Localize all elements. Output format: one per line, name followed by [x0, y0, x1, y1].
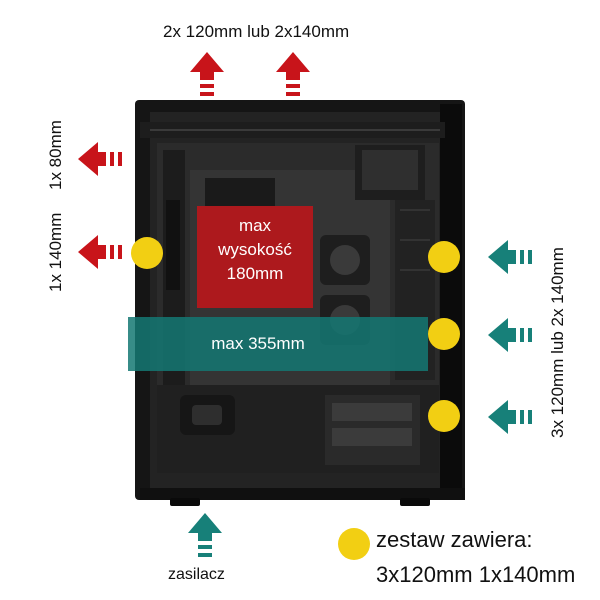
cpu-cooler-height-label: max wysokość 180mm	[218, 216, 292, 283]
front-fans-label: 3x 120mm lub 2x 140mm	[548, 247, 567, 438]
top-fans-label: 2x 120mm lub 2x140mm	[163, 22, 350, 41]
psu-label: zasilacz	[168, 566, 225, 583]
included-fan-front-top-dot	[428, 241, 460, 273]
cpu-cooler-height-overlay	[197, 206, 313, 308]
top-exhaust-arrow-icon	[190, 52, 224, 96]
rear-140mm-label: 1x 140mm	[46, 212, 65, 292]
legend-title: zestaw zawiera:	[376, 527, 533, 552]
front-intake-arrow-icon	[488, 400, 532, 434]
rear-exhaust-140mm-arrow-icon	[78, 235, 122, 269]
rear-exhaust-80mm-arrow-icon	[78, 142, 122, 176]
top-exhaust-arrow-icon	[276, 52, 310, 96]
psu-intake-arrow-icon	[188, 513, 222, 557]
gpu-length-label: max 355mm	[211, 334, 305, 353]
front-intake-arrow-icon	[488, 318, 532, 352]
included-fan-rear-dot	[131, 237, 163, 269]
included-fan-front-mid-dot	[428, 318, 460, 350]
gpu-length-overlay	[128, 317, 428, 371]
legend-included-fan-dot	[338, 528, 370, 560]
rear-80mm-label: 1x 80mm	[46, 120, 65, 190]
legend-fans: 3x120mm 1x140mm	[376, 562, 576, 587]
included-fan-front-bottom-dot	[428, 400, 460, 432]
front-intake-arrow-icon	[488, 240, 532, 274]
